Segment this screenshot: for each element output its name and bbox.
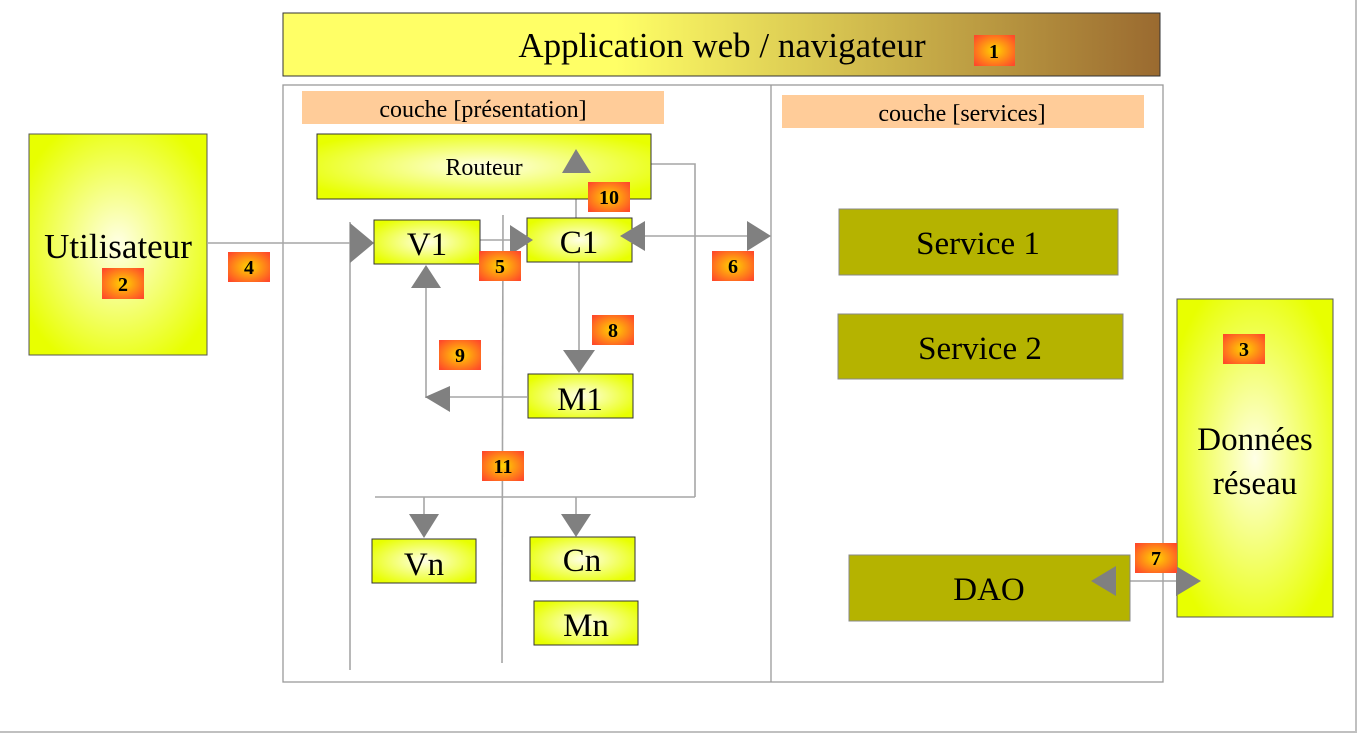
svg-text:Vn: Vn	[404, 547, 444, 583]
arrowhead-into-v1	[350, 223, 374, 263]
user-label: Utilisateur	[44, 227, 192, 266]
presentation-layer-label: couche [présentation]	[302, 91, 664, 124]
application-frame	[282, 84, 1164, 683]
svg-text:3: 3	[1239, 339, 1249, 361]
svg-text:V1: V1	[407, 227, 447, 263]
arrowhead-into-cn	[561, 514, 591, 537]
svg-text:8: 8	[608, 320, 618, 342]
svg-text:couche [présentation]: couche [présentation]	[379, 97, 586, 123]
arrowhead-into-v1-bottom	[411, 265, 441, 288]
svg-text:10: 10	[599, 187, 619, 209]
badge-1: 1	[974, 35, 1015, 66]
arrowhead-into-dao	[1091, 566, 1116, 596]
arrowhead-into-c1	[510, 225, 533, 255]
badge-4: 4	[228, 252, 270, 282]
badge-8: 8	[592, 315, 634, 345]
svg-text:couche [services]: couche [services]	[878, 101, 1045, 127]
badge-3: 3	[1223, 334, 1265, 364]
service-2-box[interactable]: Service 2	[837, 313, 1124, 380]
arrowhead-left-from-m1	[425, 386, 450, 412]
connector-middle-bus	[501, 214, 504, 664]
controller-c1-box[interactable]: C1	[526, 217, 633, 263]
svg-text:11: 11	[494, 456, 513, 478]
badge-5: 5	[479, 251, 521, 281]
arrowhead-into-data	[1176, 566, 1201, 596]
services-layer-label: couche [services]	[782, 95, 1144, 128]
model-mn-box[interactable]: Mn	[533, 600, 639, 646]
user-actor-box[interactable]: Utilisateur	[28, 133, 208, 356]
svg-text:2: 2	[118, 274, 128, 296]
arrowhead-c1-left	[620, 221, 645, 251]
svg-text:1: 1	[989, 41, 999, 63]
data-label-line2: réseau	[1213, 466, 1297, 502]
badge-2: 2	[102, 268, 144, 299]
svg-text:4: 4	[244, 257, 254, 279]
svg-text:DAO: DAO	[953, 572, 1025, 608]
connector-router-loop	[647, 163, 696, 497]
service-1-box[interactable]: Service 1	[838, 208, 1119, 276]
dao-box[interactable]: DAO	[848, 554, 1131, 622]
badge-10: 10	[588, 182, 630, 212]
badge-6: 6	[712, 251, 754, 281]
router-label: Routeur	[445, 155, 522, 181]
svg-text:M1: M1	[557, 382, 603, 418]
browser-title-bar: Application web / navigateur	[282, 12, 1161, 77]
svg-text:5: 5	[495, 256, 505, 278]
svg-text:Cn: Cn	[563, 543, 602, 579]
arrowhead-to-services	[747, 221, 771, 251]
svg-text:9: 9	[455, 345, 465, 367]
view-v1-box[interactable]: V1	[373, 219, 481, 265]
arrowhead-into-router	[562, 149, 591, 173]
arrowhead-into-m1	[563, 350, 595, 373]
svg-text:Service 2: Service 2	[918, 331, 1042, 367]
model-m1-box[interactable]: M1	[527, 373, 634, 419]
arrowhead-into-vn	[409, 514, 439, 538]
svg-text:Service 1: Service 1	[916, 226, 1040, 262]
badge-11: 11	[482, 451, 524, 481]
svg-text:Mn: Mn	[563, 608, 609, 644]
badge-9: 9	[439, 340, 481, 370]
svg-text:7: 7	[1151, 548, 1161, 570]
view-vn-box[interactable]: Vn	[371, 538, 477, 584]
svg-text:C1: C1	[560, 225, 599, 261]
data-label-line1: Données	[1197, 422, 1312, 458]
badge-7: 7	[1135, 543, 1177, 573]
controller-cn-box[interactable]: Cn	[529, 536, 636, 582]
title-text: Application web / navigateur	[518, 26, 926, 65]
svg-text:6: 6	[728, 256, 738, 278]
